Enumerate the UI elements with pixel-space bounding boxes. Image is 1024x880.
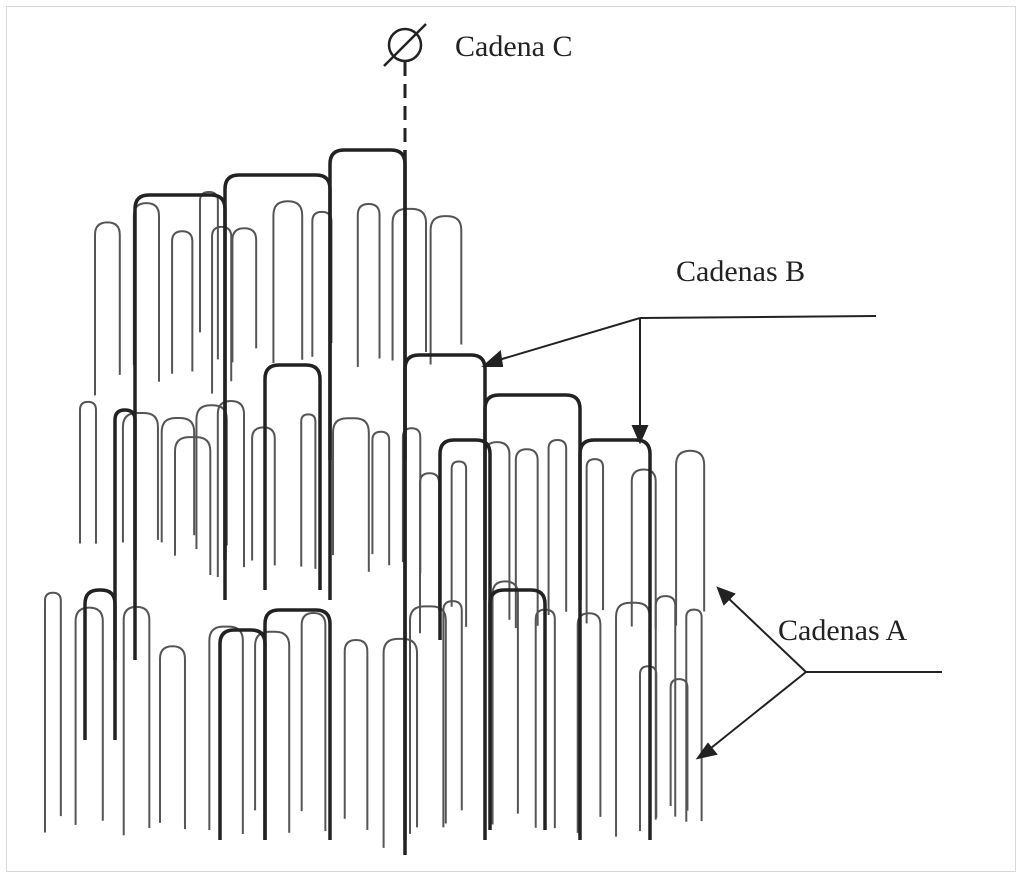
a-chain bbox=[199, 191, 219, 360]
a-chain bbox=[382, 637, 419, 848]
a-chain bbox=[121, 411, 159, 543]
a-chain bbox=[216, 399, 246, 578]
a-chain bbox=[675, 449, 706, 626]
b-chain bbox=[483, 393, 582, 600]
a-chain bbox=[429, 215, 463, 365]
a-chain bbox=[44, 591, 62, 833]
b-chain bbox=[488, 588, 547, 830]
image-frame bbox=[6, 6, 1016, 872]
b-chain bbox=[263, 363, 322, 590]
b-chains bbox=[83, 148, 652, 840]
a-chain bbox=[585, 458, 605, 624]
a-chains bbox=[44, 191, 706, 848]
a-chain bbox=[547, 439, 568, 616]
label-cadena-c: Cadena C bbox=[455, 30, 572, 63]
a-chain bbox=[685, 608, 703, 822]
circle-slash-icon bbox=[383, 23, 427, 67]
a-chain bbox=[211, 225, 233, 394]
a-chain bbox=[630, 468, 657, 629]
a-chain bbox=[654, 595, 677, 820]
a-chain bbox=[343, 639, 369, 831]
a-chain bbox=[491, 580, 519, 825]
a-chain bbox=[159, 645, 186, 830]
a-chain bbox=[231, 227, 258, 363]
a-chain bbox=[174, 436, 212, 575]
b-chain bbox=[578, 438, 652, 840]
a-chain bbox=[79, 400, 97, 544]
a-chain bbox=[94, 221, 121, 396]
a-chain bbox=[371, 430, 391, 566]
a-chain bbox=[171, 230, 194, 374]
a-chain bbox=[639, 665, 658, 832]
b-chain bbox=[113, 408, 137, 660]
label-cadenas-b: Cadenas B bbox=[676, 255, 805, 288]
a-chain bbox=[669, 678, 689, 811]
a-chain bbox=[450, 460, 468, 627]
b-chain bbox=[218, 628, 267, 840]
a-chain bbox=[272, 200, 304, 364]
b-chain bbox=[223, 173, 332, 600]
a-chain bbox=[132, 202, 161, 382]
a-chain bbox=[356, 203, 381, 367]
b-chain bbox=[83, 588, 117, 740]
a-chain bbox=[332, 417, 370, 572]
a-chain bbox=[615, 601, 651, 837]
a-chain bbox=[208, 625, 244, 835]
label-cadenas-a: Cadenas A bbox=[778, 614, 907, 647]
a-chain bbox=[300, 413, 317, 569]
b-chain bbox=[133, 193, 227, 560]
a-chain bbox=[74, 606, 104, 825]
a-chain bbox=[419, 472, 441, 634]
a-chain bbox=[254, 630, 291, 833]
b-chain bbox=[263, 608, 332, 840]
a-chain bbox=[514, 448, 539, 629]
b-chain bbox=[328, 148, 407, 460]
pointer-lines bbox=[481, 315, 942, 760]
a-chain bbox=[409, 605, 447, 834]
a-chain bbox=[442, 600, 463, 828]
a-chain bbox=[160, 417, 196, 543]
b-chain bbox=[438, 438, 492, 640]
a-chain bbox=[576, 612, 602, 833]
a-chain bbox=[391, 207, 428, 361]
a-chain bbox=[195, 404, 228, 550]
a-chain bbox=[300, 612, 327, 832]
